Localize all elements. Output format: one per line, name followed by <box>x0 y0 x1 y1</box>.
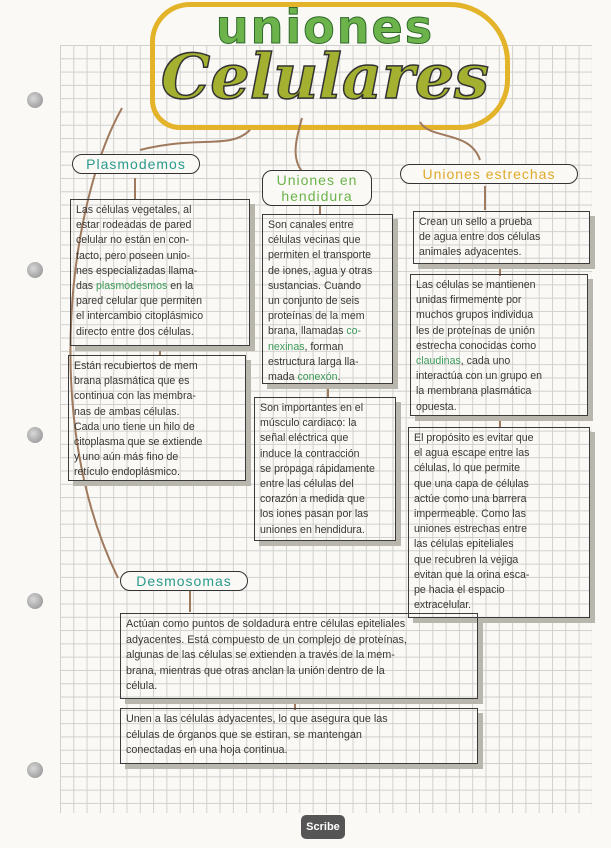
binder-hole <box>27 427 43 443</box>
note-text: , forman estructura larga lla- mada <box>268 340 359 384</box>
note-text: . <box>337 371 341 384</box>
highlighted-term: conexón <box>297 371 338 384</box>
title-outline <box>150 2 510 130</box>
note-box-plasmodemos-2: Están recubiertos de mem brana plasmátic… <box>68 355 246 481</box>
note-box-desmosomas-1: Actúan como puntos de soldadura entre cé… <box>120 613 478 699</box>
label-desmosomas: Desmosomas <box>120 571 248 591</box>
label-estrechas: Uniones estrechas <box>400 164 578 184</box>
note-text: Son importantes en el músculo cardiaco: … <box>260 402 375 536</box>
label-hendidura: Uniones en hendidura <box>262 170 372 206</box>
note-box-estrechas-2: Las células se mantienen unidas firmemen… <box>410 274 588 416</box>
connector-estrechas <box>419 121 481 161</box>
connector-hendidura <box>294 117 306 176</box>
highlighted-term: claudinas <box>416 355 461 368</box>
note-box-hendidura-2: Son importantes en el músculo cardiaco: … <box>254 397 396 541</box>
note-box-plasmodemos-1: Las células vegetales, al estar rodeadas… <box>70 199 250 346</box>
title-line2: Celulares <box>160 39 490 114</box>
note-box-estrechas-3: El propósito es evitar que el agua escap… <box>408 427 590 618</box>
note-text: Son canales entre células vecinas que pe… <box>268 219 373 338</box>
note-box-desmosomas-2: Unen a las células adyacentes, lo que as… <box>120 708 478 764</box>
title-line1: uniones <box>215 0 435 55</box>
binder-hole <box>27 262 43 278</box>
note-text: Las células se mantienen unidas firmemen… <box>416 279 537 352</box>
note-text: Unen a las células adyacentes, lo que as… <box>126 713 388 756</box>
binder-hole <box>27 593 43 609</box>
note-text: , cada uno interactúa con un grupo en la… <box>416 355 543 413</box>
note-text: Están recubiertos de mem brana plasmátic… <box>74 360 203 479</box>
binder-hole <box>27 762 43 778</box>
label-plasmodemos: Plasmodemos <box>72 154 200 174</box>
highlighted-term: plasmodesmos <box>96 280 168 293</box>
note-text: Actúan como puntos de soldadura entre cé… <box>126 618 407 692</box>
binder-hole <box>27 92 43 108</box>
note-text: El propósito es evitar que el agua escap… <box>414 432 534 612</box>
note-box-hendidura-1: Son canales entre células vecinas que pe… <box>262 214 393 384</box>
note-text: Las células vegetales, al estar rodeadas… <box>76 204 198 293</box>
note-text: Crean un sello a prueba de agua entre do… <box>419 216 541 259</box>
connector-desmosomas <box>69 107 123 579</box>
connector-plasmodemos <box>139 129 251 151</box>
note-box-estrechas-1: Crean un sello a prueba de agua entre do… <box>413 211 590 264</box>
note-text: en la pared celular que permiten el inte… <box>76 280 204 338</box>
highlighted-term: co- nexinas <box>268 325 362 353</box>
scribe-logo: Scribe <box>301 815 345 839</box>
